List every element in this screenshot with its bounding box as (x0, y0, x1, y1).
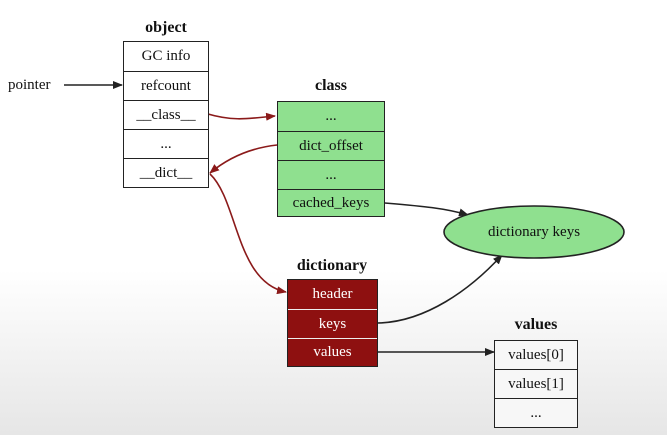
object-field-dict: __dict__ (124, 158, 208, 187)
object-box: GC info refcount __class__ ... __dict__ (123, 41, 209, 188)
class-arrow (207, 112, 276, 121)
class-field-cached-keys: cached_keys (278, 189, 384, 216)
dictionary-field-keys: keys (288, 309, 377, 338)
object-field-ellipsis: ... (124, 129, 208, 158)
dictionary-title: dictionary (296, 257, 368, 274)
dictionary-field-header: header (288, 280, 377, 309)
class-field-ellipsis-2: ... (278, 160, 384, 189)
keys-arrow (377, 254, 503, 324)
values-box: values[0] values[1] ... (494, 340, 578, 428)
values-field-1: values[1] (495, 369, 577, 398)
object-field-refcount: refcount (124, 71, 208, 100)
dict-to-dictionary-arrow (209, 173, 287, 295)
values-field-ellipsis: ... (495, 398, 577, 427)
object-field-gc-info: GC info (141, 48, 191, 64)
values-field-0: values[0] (508, 347, 564, 363)
cached-keys-arrow (384, 202, 469, 217)
dict-offset-arrow (209, 144, 278, 174)
dictionary-keys-ellipse (443, 205, 625, 259)
dictionary-field-values: values (288, 338, 377, 366)
object-title: object (145, 19, 187, 36)
class-box: ... dict_offset ... cached_keys (277, 101, 385, 217)
values-title: values (514, 316, 558, 333)
object-field-class: __class__ (124, 100, 208, 129)
dictionary-box: header keys values (287, 279, 378, 367)
class-field-dict-offset: dict_offset (278, 131, 384, 160)
class-title: class (315, 77, 347, 94)
dictionary-keys-label: dictionary keys (487, 223, 581, 240)
class-field-ellipsis-1: ... (325, 108, 337, 124)
pointer-label: pointer (8, 77, 51, 93)
